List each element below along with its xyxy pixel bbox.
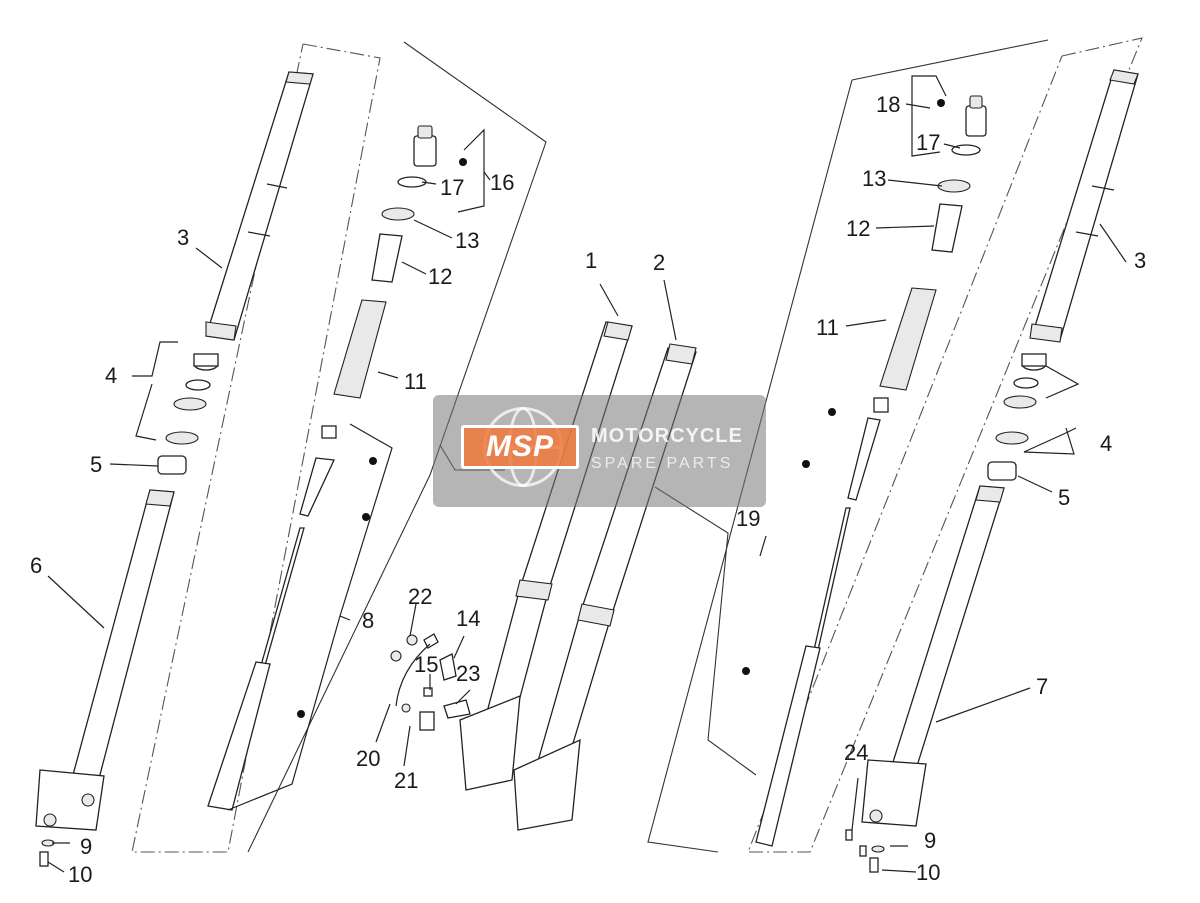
inner-tube-left	[35, 489, 175, 831]
callout-10-left: 10	[68, 862, 92, 887]
bush-left	[157, 455, 187, 475]
callout-6: 6	[30, 553, 42, 578]
watermark-subtitle: SPARE PARTS	[591, 455, 734, 472]
spacer-right	[931, 203, 963, 253]
callout-13-right: 13	[862, 166, 886, 191]
spring-right	[879, 287, 937, 391]
leader-lines	[47, 75, 1127, 873]
callout-16: 16	[490, 170, 514, 195]
callout-24: 24	[844, 740, 868, 765]
right-cartridge-frame-lower	[647, 79, 853, 853]
callout-5-right: 5	[1058, 485, 1070, 510]
seal-set-right	[995, 353, 1047, 445]
screw-left	[39, 839, 55, 867]
callout-8: 8	[362, 608, 374, 633]
spring-left	[333, 299, 387, 399]
right-assembly-frame	[747, 37, 1143, 853]
spring-seat-right	[937, 179, 971, 193]
outer-tube-right	[1029, 69, 1139, 343]
cap-right	[937, 95, 987, 137]
callout-19: 19	[736, 506, 760, 531]
damper-rod-left	[207, 425, 377, 811]
spring-seat-left	[381, 207, 415, 221]
seal-set-left	[165, 353, 219, 445]
callout-labels: 1 2 3 3 4 4 5 5 6 7 8 9 9 10 10 11 11 12…	[30, 92, 1146, 887]
outer-tube-left	[205, 71, 314, 341]
spacer-left	[371, 233, 403, 283]
callout-4-right: 4	[1100, 431, 1112, 456]
callout-13-left: 13	[455, 228, 479, 253]
bush-right	[987, 461, 1017, 481]
callout-12-right: 12	[846, 216, 870, 241]
callout-3-left: 3	[177, 225, 189, 250]
center-frame-right	[654, 486, 757, 776]
left-assembly-frame	[131, 43, 381, 853]
callout-5-left: 5	[90, 452, 102, 477]
left-cartridge-frame	[247, 41, 547, 853]
watermark-banner: MSP MOTORCYCLE SPARE PARTS	[433, 395, 766, 507]
callout-12-left: 12	[428, 264, 452, 289]
callout-1: 1	[585, 248, 597, 273]
callout-2: 2	[653, 250, 665, 275]
o-ring-left	[397, 176, 427, 188]
callout-11-left: 11	[404, 369, 427, 394]
callout-9-right: 9	[924, 828, 936, 853]
right-cartridge-frame	[851, 39, 1049, 81]
cap-left	[413, 125, 467, 167]
callout-10-right: 10	[916, 860, 940, 885]
watermark-title: MOTORCYCLE	[591, 425, 743, 447]
callout-23: 23	[456, 661, 480, 686]
callout-9-left: 9	[80, 834, 92, 859]
callout-18: 18	[876, 92, 900, 117]
callout-7: 7	[1036, 674, 1048, 699]
damper-rod-right	[742, 397, 889, 847]
callout-20: 20	[356, 746, 380, 771]
inner-tube-right	[861, 485, 1005, 827]
callout-11-right: 11	[816, 315, 839, 340]
callout-21: 21	[394, 768, 418, 793]
callout-14: 14	[456, 606, 480, 631]
callout-22: 22	[408, 584, 432, 609]
watermark-logo: MSP	[461, 425, 579, 469]
callout-15: 15	[414, 652, 438, 677]
callout-4-left: 4	[105, 363, 117, 388]
screw-right	[845, 829, 885, 873]
callout-17-right: 17	[916, 130, 940, 155]
callout-17-left: 17	[440, 175, 464, 200]
callout-3-right: 3	[1134, 248, 1146, 273]
